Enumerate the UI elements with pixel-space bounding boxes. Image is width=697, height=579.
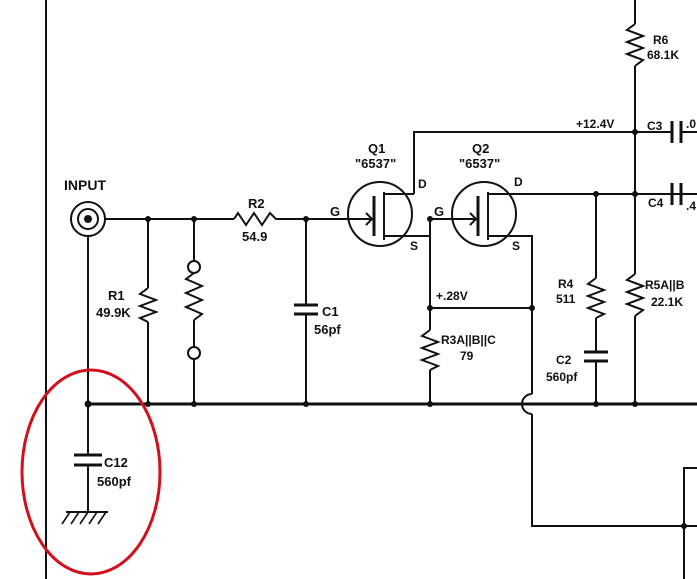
c2-capacitor: [584, 350, 608, 404]
input-connector: [70, 201, 106, 237]
r1-name: R1: [108, 288, 125, 303]
q2-part: "6537": [459, 156, 500, 171]
output-wire: [531, 414, 697, 527]
r4-name: R4: [558, 277, 574, 291]
q2-drain-label: D: [514, 175, 523, 189]
r6-name: R6: [653, 33, 669, 47]
junction-dot: [681, 523, 687, 529]
c12-capacitor: [74, 404, 102, 512]
r4-value: 511: [556, 292, 576, 306]
q2-gate-label: G: [434, 204, 444, 219]
r5-resistor: [624, 273, 646, 404]
highlight-ellipse: [20, 368, 162, 576]
wire-crossover: [521, 393, 533, 415]
r2-name: R2: [248, 196, 265, 211]
q1-transistor: [347, 181, 414, 247]
c3-value: .0: [686, 117, 696, 131]
r6-value: 68.1K: [647, 48, 679, 62]
r1-value: 49.9K: [96, 305, 131, 320]
connector-box-edge: [683, 467, 697, 579]
chassis-ground-icon: [61, 511, 108, 525]
c4-name: C4: [648, 196, 664, 210]
q2-source-wire: [516, 235, 533, 394]
q1-drain-label: D: [418, 177, 427, 191]
r2-resistor: [233, 211, 280, 227]
c1-value: 56pf: [314, 322, 341, 337]
r5-value: 22.1K: [651, 295, 683, 309]
source-node-voltage: +.28V: [436, 289, 468, 303]
r5-name: R5A||B: [645, 278, 685, 292]
c2-name: C2: [556, 353, 572, 367]
input-label: INPUT: [64, 177, 106, 193]
q1-source-label: S: [410, 239, 418, 253]
r3-name: R3A||B||C: [441, 333, 496, 347]
q2-transistor: [451, 181, 517, 247]
c4-value: .4: [686, 199, 696, 213]
c12-name: C12: [104, 455, 128, 470]
r4-resistor: [585, 194, 607, 352]
r3-resistor: [419, 329, 441, 404]
c3-name: C3: [647, 119, 663, 133]
c4-capacitor: [670, 183, 683, 205]
q1-source-wire: [414, 218, 452, 237]
c12-value: 560pf: [97, 474, 132, 489]
r3-value: 79: [460, 349, 474, 363]
supply-voltage: +12.4V: [576, 117, 614, 131]
junction-dot: [529, 305, 535, 311]
q2-source-label: S: [512, 239, 520, 253]
r1-resistor: [137, 219, 159, 404]
q1-part: "6537": [355, 156, 396, 171]
q1-drain-wire: [413, 131, 635, 194]
q1-gate-label: G: [330, 204, 340, 219]
r6-resistor: [624, 23, 646, 67]
r2-value: 54.9: [242, 229, 267, 244]
c3-capacitor: [635, 121, 697, 143]
junction-dot: [427, 216, 433, 222]
c2-value: 560pf: [546, 370, 578, 384]
c1-capacitor: [294, 219, 318, 404]
jumper-resistor: [183, 219, 205, 404]
q2-name: Q2: [472, 141, 489, 156]
q1-name: Q1: [368, 141, 385, 156]
c1-name: C1: [322, 304, 339, 319]
